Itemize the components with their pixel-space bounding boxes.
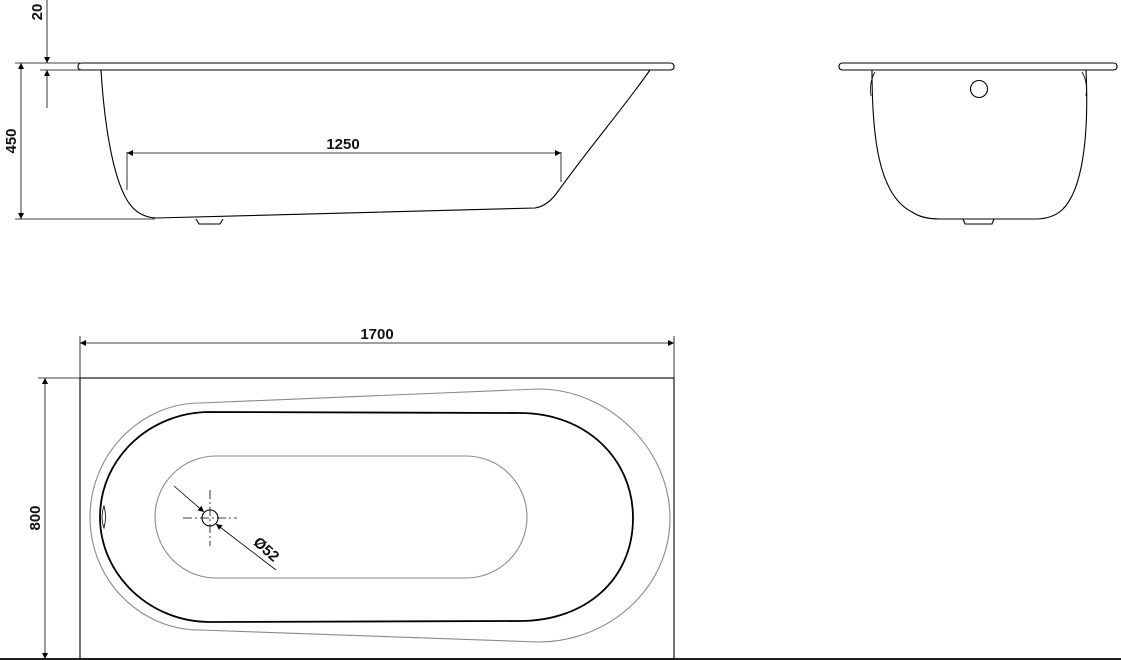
end-view-foot [962,218,995,225]
side-view-foot [195,218,224,225]
end-view-rim [838,62,1118,71]
dimension-height: 450 [3,62,155,220]
dimension-width-label: 800 [27,505,44,530]
top-view-bottom [154,455,528,579]
drain: Ø52 [173,485,282,571]
dimension-length: 1700 [79,326,675,378]
side-view-rim [77,62,675,71]
dimension-height-label: 450 [3,128,20,153]
dimension-length-label: 1700 [360,326,393,343]
side-view-body [100,69,651,219]
dimension-rim-thickness-label: 20 [29,4,46,21]
dimension-bottom-length: 1250 [127,136,561,156]
top-view [79,377,675,660]
top-view-rim-inner [89,388,671,643]
overflow-hole [969,79,989,99]
dimension-bottom-length-label: 1250 [326,136,359,153]
top-view-basin [99,411,634,623]
end-view-body [871,69,1088,220]
end-view [838,62,1118,225]
dimension-width: 800 [27,377,80,659]
top-view-overflow [101,504,106,530]
dimension-rim-thickness: 20 [29,0,80,108]
side-view [77,62,675,225]
drain-diameter-label: Ø52 [250,534,282,566]
